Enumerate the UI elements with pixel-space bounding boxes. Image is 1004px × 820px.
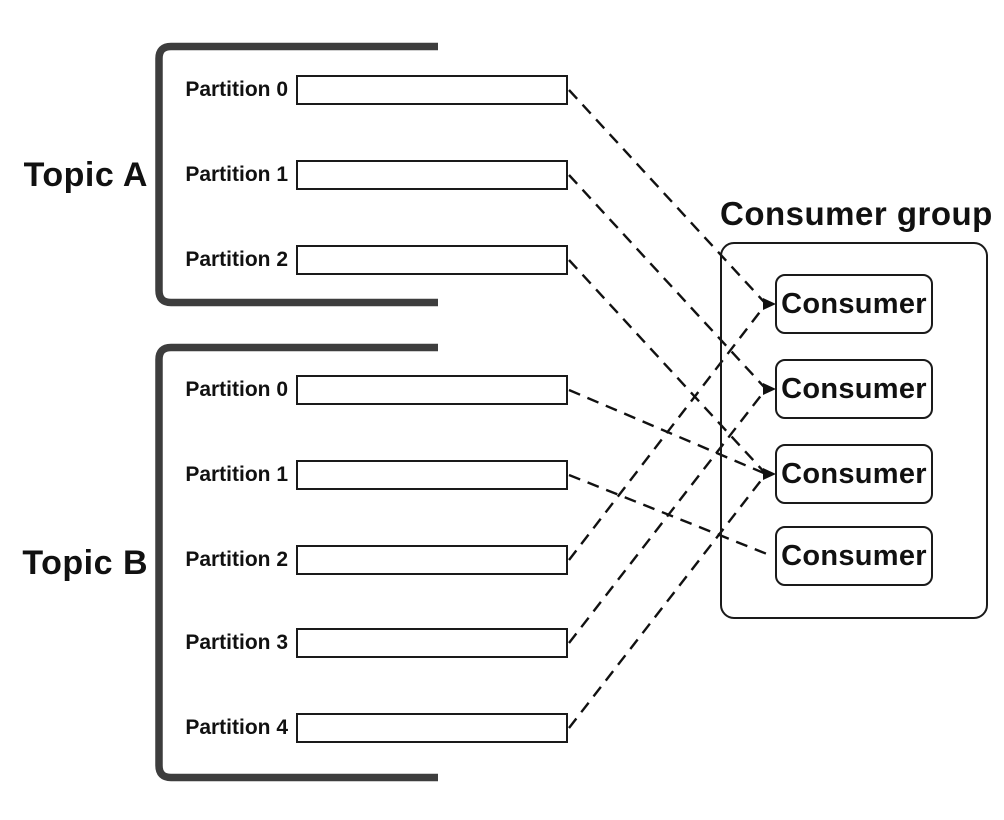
partition-label: Partition 0 <box>185 378 288 401</box>
partition-row: Partition 2 <box>160 545 568 575</box>
partition-to-consumer-connector <box>568 388 767 644</box>
connector-arrowhead-icon <box>763 298 776 310</box>
partition-label: Partition 0 <box>185 78 288 101</box>
consumer-label: Consumer <box>781 457 927 490</box>
partition-to-consumer-connector <box>568 303 767 561</box>
partition-row: Partition 1 <box>160 460 568 490</box>
topic-label: Topic A <box>23 156 148 194</box>
consumer-label: Consumer <box>781 539 927 572</box>
partition-box <box>296 160 568 190</box>
consumer-box: Consumer <box>775 444 933 504</box>
topic-bracket <box>155 42 438 307</box>
partition-box <box>296 460 568 490</box>
partition-row: Partition 0 <box>160 75 568 105</box>
partition-label: Partition 2 <box>185 248 288 271</box>
partition-row: Partition 2 <box>160 245 568 275</box>
partition-label: Partition 1 <box>185 463 288 486</box>
partition-box <box>296 75 568 105</box>
partition-to-consumer-connector <box>568 473 773 558</box>
partition-to-consumer-connector <box>568 473 767 729</box>
partition-to-consumer-connector <box>568 259 767 475</box>
consumer-group-box <box>720 242 988 619</box>
partition-row: Partition 3 <box>160 628 568 658</box>
partition-box <box>296 628 568 658</box>
topic-label: Topic B <box>22 544 148 582</box>
consumer-label: Consumer <box>781 372 927 405</box>
consumer-box: Consumer <box>775 359 933 419</box>
partition-box <box>296 713 568 743</box>
partition-box <box>296 245 568 275</box>
partition-row: Partition 0 <box>160 375 568 405</box>
partition-to-consumer-connector <box>568 89 767 305</box>
partition-box <box>296 545 568 575</box>
consumer-label: Consumer <box>781 287 927 320</box>
connector-arrowhead-icon <box>763 468 776 480</box>
partition-label: Partition 3 <box>185 631 288 654</box>
topic-bracket <box>155 343 438 782</box>
partition-box <box>296 375 568 405</box>
consumer-box: Consumer <box>775 526 933 586</box>
consumer-group-title: Consumer group <box>720 195 993 232</box>
partition-to-consumer-connector <box>568 174 767 390</box>
partition-row: Partition 4 <box>160 713 568 743</box>
connector-arrowhead-icon <box>763 383 776 395</box>
partition-label: Partition 4 <box>185 716 288 739</box>
partition-label: Partition 2 <box>185 548 288 571</box>
consumer-box: Consumer <box>775 274 933 334</box>
partition-row: Partition 1 <box>160 160 568 190</box>
partition-label: Partition 1 <box>185 163 288 186</box>
